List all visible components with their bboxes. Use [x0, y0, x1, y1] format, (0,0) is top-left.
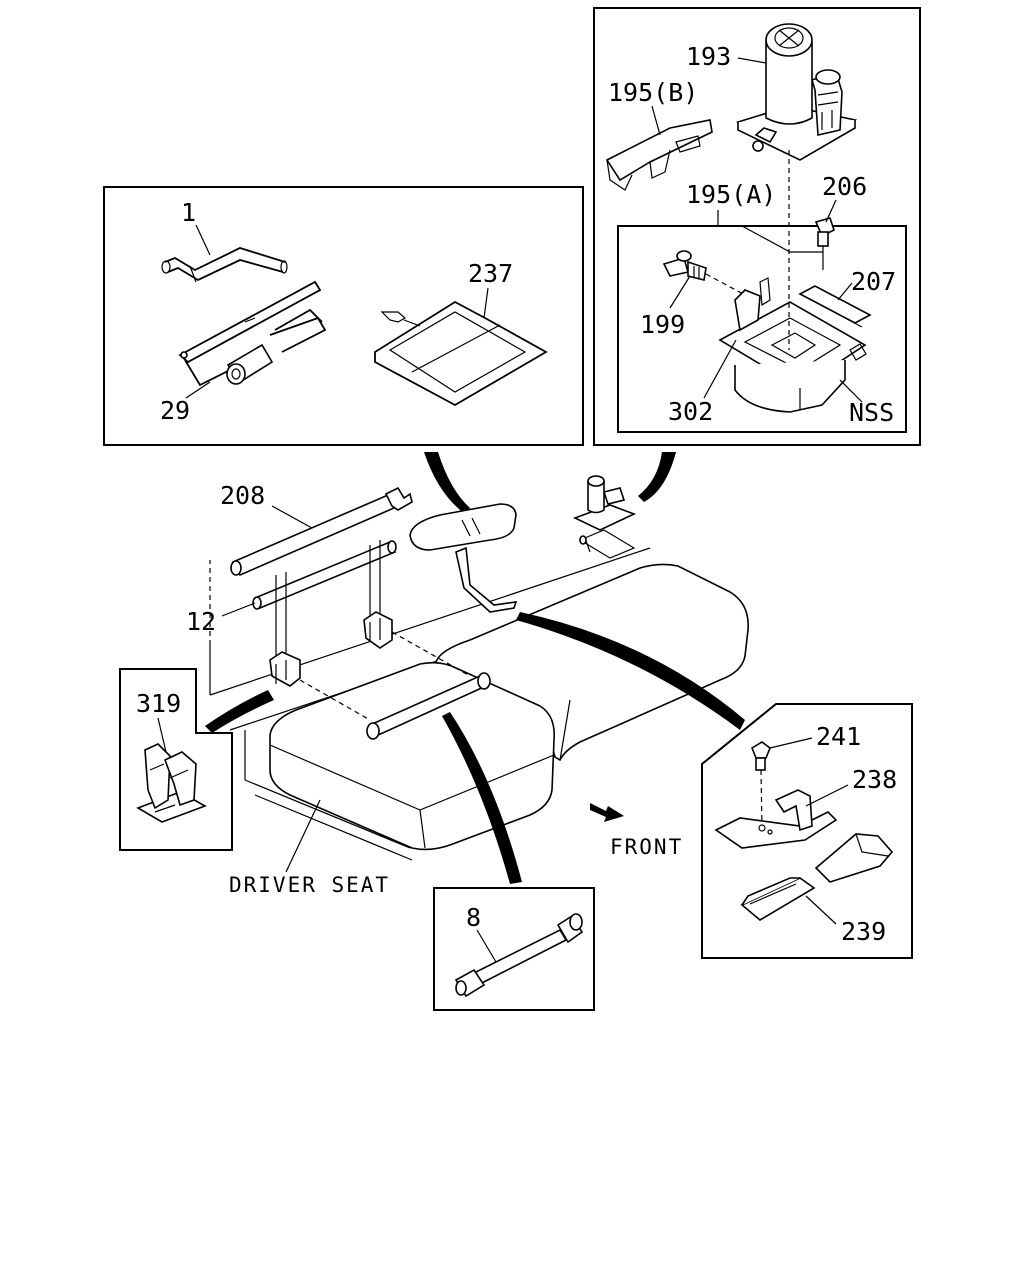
hook-bracket-238-part[interactable] — [714, 789, 838, 849]
leader-8 — [476, 929, 497, 963]
bolt-206-part[interactable] — [814, 217, 835, 270]
callout-207: 207 — [851, 267, 896, 296]
callout-208: 208 — [220, 481, 265, 510]
hook-239a-part[interactable] — [814, 833, 894, 883]
hook-239b-part[interactable] — [740, 877, 816, 921]
guide-199 — [705, 273, 746, 296]
callout-241: 241 — [816, 722, 861, 751]
tool-bag-on-scene[interactable] — [409, 503, 517, 551]
leader-207 — [837, 282, 853, 301]
front-arrow-icon — [590, 803, 624, 822]
tool-set-part[interactable] — [178, 280, 327, 387]
leader-199 — [669, 275, 691, 309]
front-label: FRONT — [610, 835, 683, 859]
wrench-on-seat[interactable] — [366, 672, 491, 740]
wing-bolt-199-part[interactable] — [662, 250, 707, 281]
leader-319 — [157, 717, 167, 753]
clip-319-part[interactable] — [136, 743, 207, 823]
jack-assembly-panel: 193 195(B) 195(A) 206 207 199 302 NSS — [593, 7, 921, 446]
cover-bag-part[interactable] — [374, 300, 548, 407]
hook-panel: 241 238 239 — [701, 703, 913, 959]
leader-193 — [737, 57, 767, 64]
callout-239: 239 — [841, 917, 886, 946]
wrench-8-part[interactable] — [454, 913, 584, 998]
clip-319-panel: 319 — [119, 668, 233, 851]
jack-tray-part[interactable] — [718, 277, 867, 413]
callout-319: 319 — [136, 689, 181, 718]
jack-on-scene[interactable] — [572, 475, 637, 559]
callout-238: 238 — [852, 765, 897, 794]
extension-bar-12-part[interactable] — [252, 540, 397, 610]
callout-193: 193 — [686, 42, 731, 71]
wheel-brace-part[interactable] — [161, 247, 288, 283]
callout-29: 29 — [160, 396, 190, 425]
callout-8: 8 — [466, 903, 481, 932]
leader-208 — [271, 505, 313, 529]
pointer-to-8 — [442, 712, 522, 884]
leader-1 — [195, 224, 211, 256]
bracket-b-part[interactable] — [605, 119, 713, 191]
callout-195b: 195(B) — [608, 78, 698, 107]
driver-seat-label: DRIVER SEAT — [229, 873, 390, 897]
callout-1: 1 — [181, 198, 196, 227]
leader-12 — [221, 602, 256, 617]
callout-nss: NSS — [849, 398, 894, 427]
leader-239 — [805, 895, 837, 925]
bar-clip-left[interactable] — [269, 651, 301, 687]
pointer-to-238 — [516, 612, 745, 730]
pointer-tool-kit — [424, 452, 470, 514]
leader-302 — [703, 339, 737, 399]
bolt-241-part[interactable] — [751, 741, 771, 771]
leader-driver-seat — [285, 799, 321, 873]
leader-206 — [825, 199, 837, 223]
jack-handle-208-part[interactable] — [230, 486, 413, 577]
leader-237 — [483, 287, 489, 319]
leader-241 — [769, 737, 813, 749]
leader-238 — [805, 784, 849, 807]
mount-lines — [275, 540, 381, 660]
callout-195a: 195(A) — [686, 180, 776, 209]
leader-29 — [185, 381, 211, 399]
callout-199: 199 — [640, 310, 685, 339]
callout-12: 12 — [186, 607, 216, 636]
pointer-jack — [638, 452, 676, 502]
guide-clips — [299, 679, 371, 721]
bracket-on-scene[interactable] — [455, 546, 518, 613]
leader-195a — [717, 210, 823, 253]
callout-237: 237 — [468, 259, 513, 288]
wrench-8-panel: 8 — [433, 887, 595, 1011]
callout-206: 206 — [822, 172, 867, 201]
hydraulic-jack-part[interactable] — [735, 23, 858, 161]
plate-207-part[interactable] — [798, 285, 872, 328]
pointer-to-319 — [205, 690, 274, 733]
tool-kit-panel: 1 29 237 — [103, 186, 584, 446]
guide-241 — [760, 769, 763, 829]
guide-clips-2 — [391, 631, 471, 677]
leader-nss — [839, 379, 863, 403]
leader-195b — [651, 105, 661, 136]
callout-302: 302 — [668, 397, 713, 426]
bar-clip-right[interactable] — [363, 611, 393, 649]
